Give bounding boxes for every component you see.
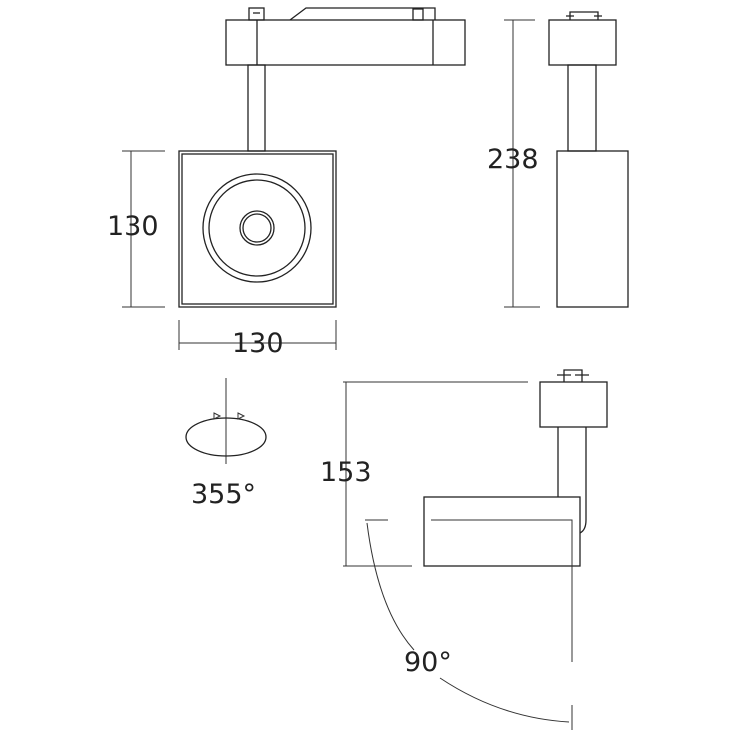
side-view [504,11,629,308]
lamp-head-front [178,150,337,308]
rotation-label: 355° [191,479,256,510]
tilt-lamp-head [423,496,581,567]
side-lamp-head [556,150,629,308]
stem [247,64,266,152]
tilt-arc [366,522,415,651]
tilt-view [343,369,608,730]
lens [239,210,275,246]
front-width-label: 130 [232,328,284,359]
side-connector [566,11,602,20]
front-view [122,7,466,350]
front-height-label: 130 [107,211,159,242]
track-adapter-top [289,7,436,21]
tilt-angle-label: 90° [404,647,452,678]
track-adapter [225,19,466,66]
side-adapter [548,19,617,66]
connector-clip [248,7,265,21]
side-stem [567,64,597,152]
reflector-ring [202,173,312,283]
tilt-stem [579,427,587,534]
tilt-adapter [539,381,608,428]
tilt-height-label: 153 [320,457,372,488]
tilt-connector [557,369,589,382]
rotation-arrows-icon [213,412,246,420]
rotation-symbol [185,378,267,464]
side-height-label: 238 [487,144,539,175]
